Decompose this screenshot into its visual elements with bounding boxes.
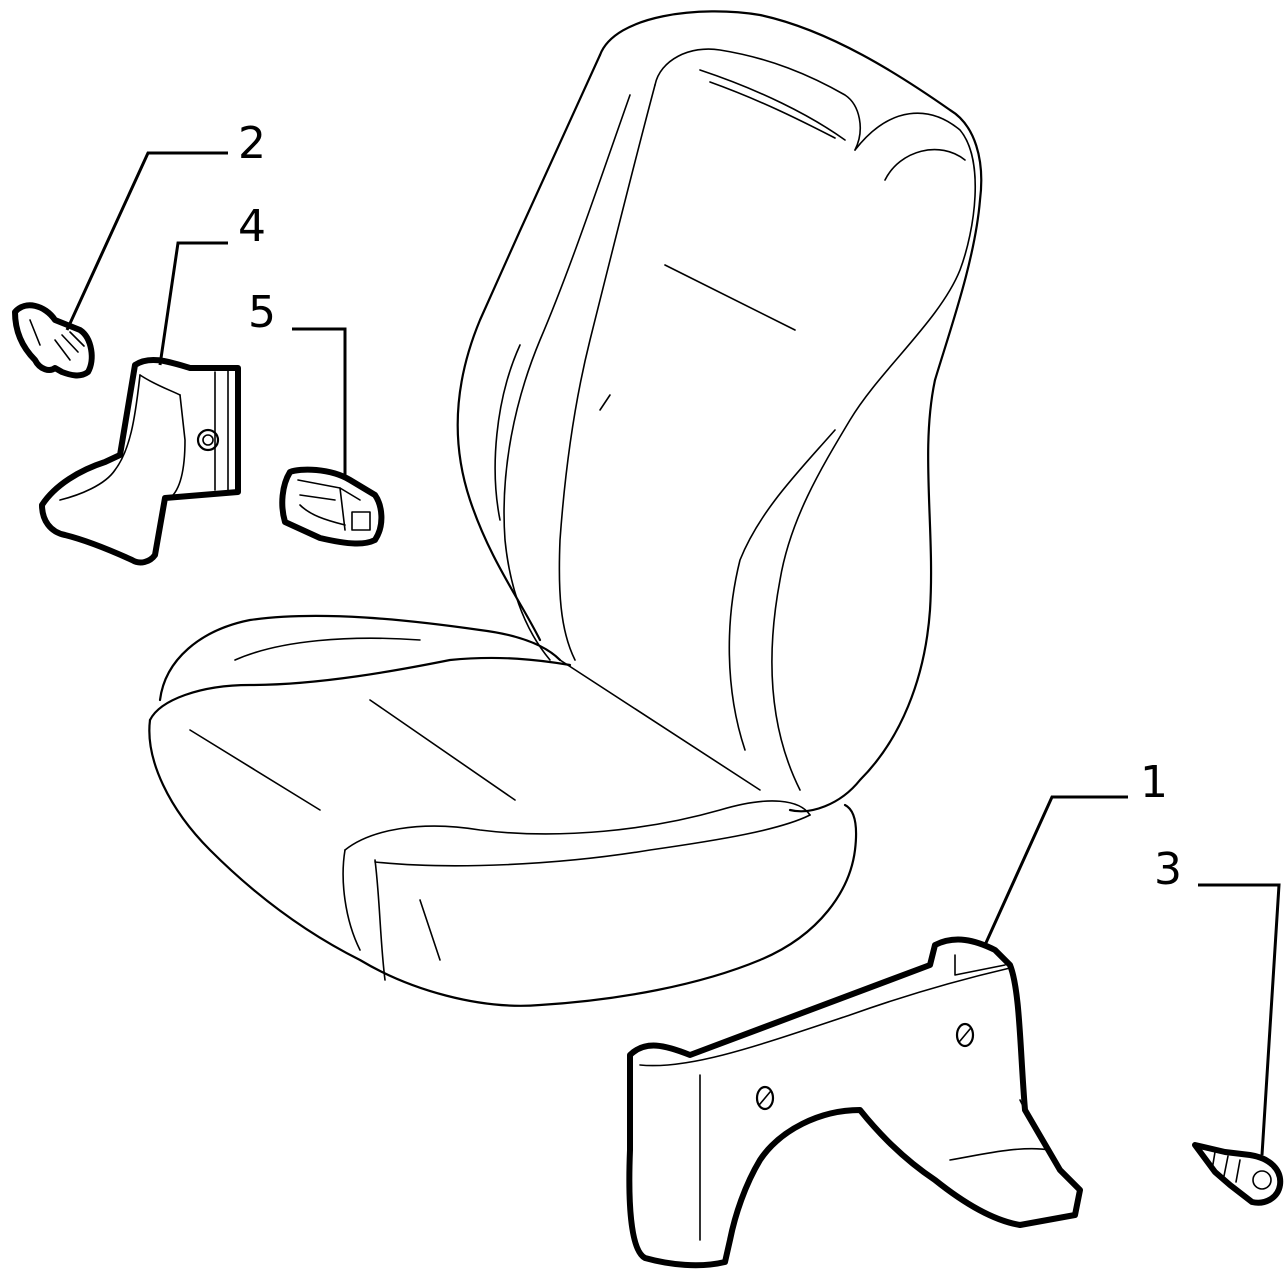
leader-lines: [65, 151, 1281, 1156]
callout-4: 4: [238, 201, 266, 252]
callout-labels: 1 2 3 4 5: [238, 118, 1182, 895]
callout-1: 1: [1140, 757, 1168, 808]
leader-5: [292, 327, 347, 480]
leader-2: [65, 151, 228, 331]
leader-1: [983, 795, 1128, 946]
seat-backrest: [456, 10, 983, 813]
part-1-side-trim-bracket: [626, 936, 1083, 1269]
callout-3: 3: [1154, 844, 1182, 895]
part-4-side-cover: [39, 356, 241, 566]
part-3-screw: [1192, 1142, 1284, 1206]
leader-4: [158, 241, 228, 366]
callout-5: 5: [248, 287, 276, 338]
part-5-plug: [279, 466, 385, 547]
part-2-bolt: [12, 302, 95, 379]
leader-3: [1198, 883, 1281, 1156]
seat-cushion: [148, 614, 858, 1007]
callout-2: 2: [238, 118, 266, 169]
